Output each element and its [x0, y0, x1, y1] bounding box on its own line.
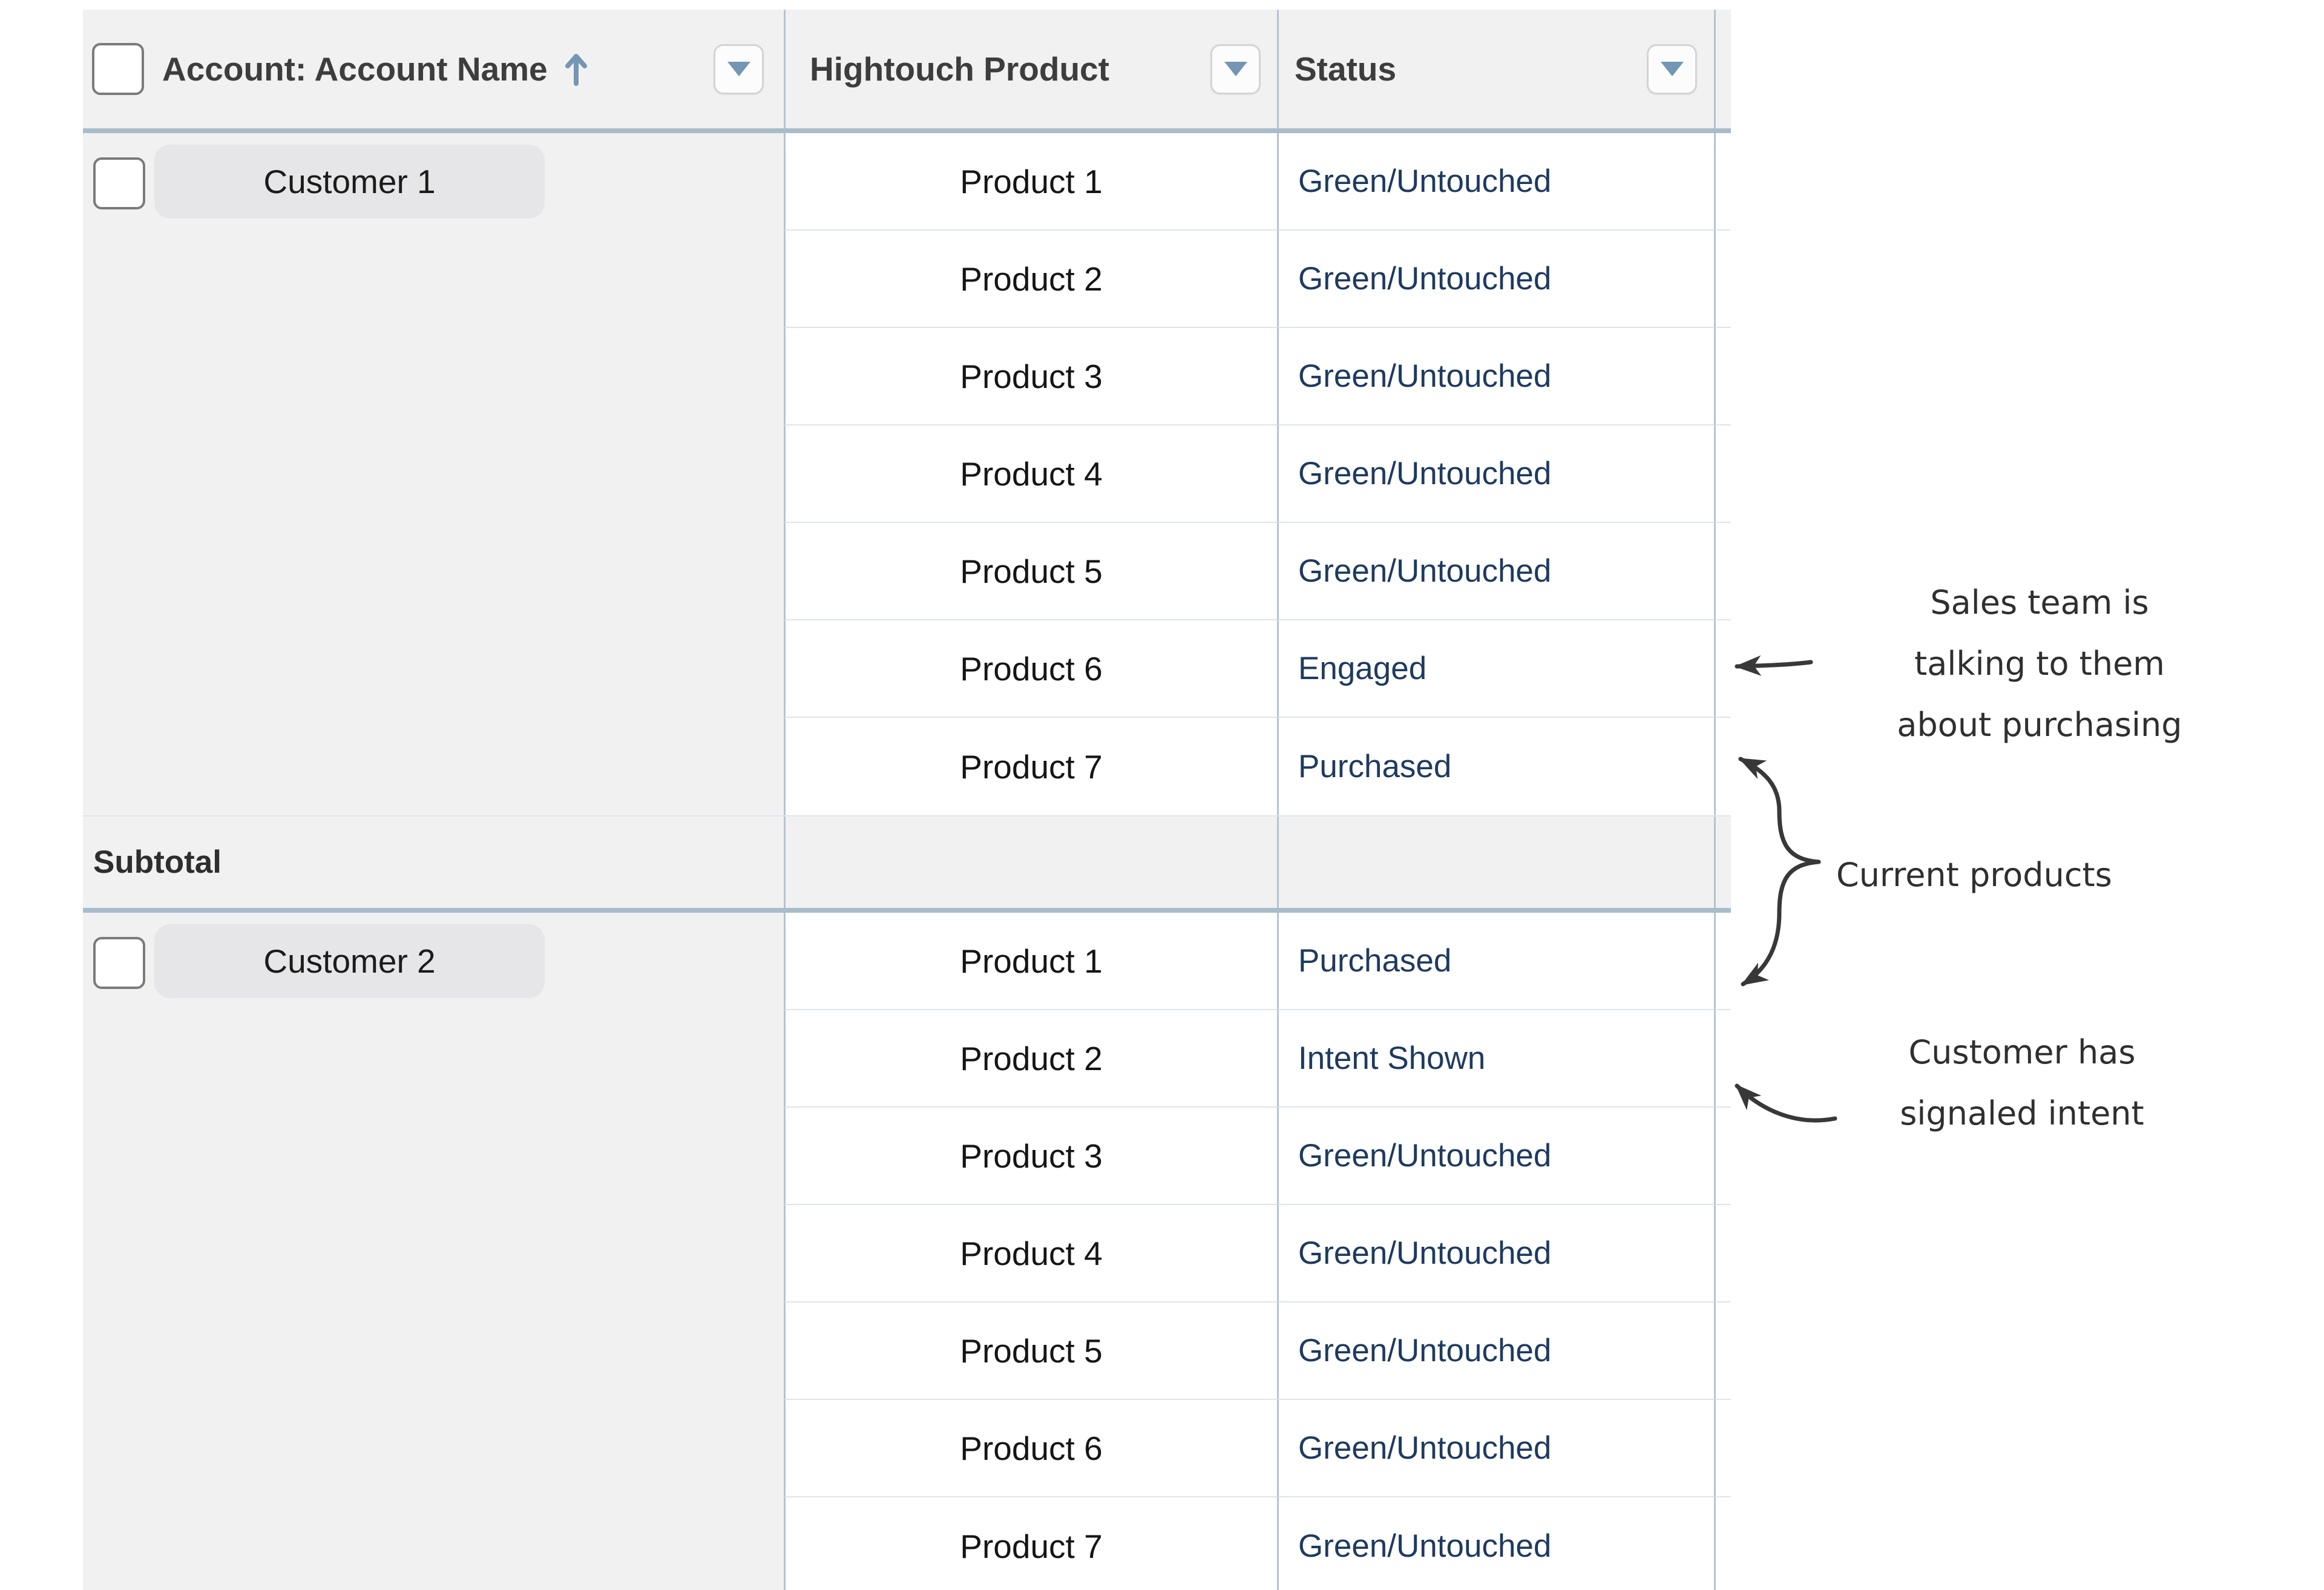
- row-edge-sliver: [1714, 133, 1731, 231]
- status-cell: Green/Untouched: [1277, 523, 1714, 620]
- subtotal-empty-product: [784, 816, 1277, 908]
- subtotal-edge-sliver: [1714, 816, 1731, 908]
- row-checkbox-customer2[interactable]: [93, 937, 145, 989]
- row-edge-sliver: [1714, 1205, 1731, 1303]
- status-cell: Green/Untouched: [1277, 425, 1714, 523]
- header-cell-account[interactable]: Account: Account Name: [83, 10, 784, 128]
- annotation-signaled-intent: Customer has signaled intent: [1810, 1022, 2234, 1144]
- arrow-intent: [1735, 1083, 1837, 1123]
- row-checkbox-customer1[interactable]: [93, 157, 145, 209]
- column-header-product-label[interactable]: Hightouch Product: [810, 50, 1109, 88]
- row-edge-sliver: [1714, 620, 1731, 718]
- customer-group-1: Customer 1 Product 1 Green/Untouched Pro…: [83, 133, 1731, 816]
- annotation-line: Customer has: [1908, 1033, 2136, 1071]
- arrow-engaged: [1735, 655, 1813, 676]
- product-cell: Product 2: [784, 1010, 1277, 1108]
- arrow-brace-upper: [1738, 757, 1821, 864]
- annotation-line: talking to them: [1914, 645, 2165, 683]
- subtotal-empty-status: [1277, 816, 1714, 908]
- row-edge-sliver: [1714, 523, 1731, 620]
- account-name-pill: Customer 2: [154, 924, 545, 998]
- account-name-pill: Customer 1: [154, 145, 545, 218]
- annotation-line: about purchasing: [1897, 706, 2182, 744]
- annotation-current-products: Current products: [1836, 844, 2112, 905]
- header-cell-status[interactable]: Status: [1277, 10, 1714, 128]
- annotation-line: Current products: [1836, 856, 2112, 894]
- product-cell: Product 1: [784, 133, 1277, 231]
- status-cell: Green/Untouched: [1277, 1303, 1714, 1400]
- product-cell: Product 3: [784, 328, 1277, 425]
- product-cell: Product 3: [784, 1108, 1277, 1205]
- status-cell: Green/Untouched: [1277, 1108, 1714, 1205]
- product-cell: Product 4: [784, 1205, 1277, 1303]
- status-cell: Green/Untouched: [1277, 231, 1714, 328]
- subtotal-label: Subtotal: [93, 844, 222, 880]
- column-header-account-label[interactable]: Account: Account Name: [162, 50, 548, 88]
- annotation-line: signaled intent: [1900, 1094, 2144, 1132]
- product-filter-dropdown-button[interactable]: [1210, 44, 1261, 94]
- row-edge-sliver: [1714, 718, 1731, 815]
- annotation-arrows: [1735, 655, 1837, 1123]
- row-edge-sliver: [1714, 1108, 1731, 1205]
- row-edge-sliver: [1714, 425, 1731, 523]
- table-header-row: Account: Account Name Hightouch Product: [83, 10, 1731, 133]
- report-table: Account: Account Name Hightouch Product: [83, 10, 1731, 1590]
- row-edge-sliver: [1714, 231, 1731, 328]
- status-cell: Green/Untouched: [1277, 1497, 1714, 1590]
- chevron-down-icon: [1660, 62, 1684, 76]
- subtotal-row: Subtotal: [83, 816, 1731, 913]
- product-cell: Product 6: [784, 1400, 1277, 1497]
- account-cell-customer1: Customer 1: [83, 133, 784, 815]
- status-filter-dropdown-button[interactable]: [1647, 44, 1697, 94]
- annotation-sales-team: Sales team is talking to them about purc…: [1834, 572, 2245, 755]
- product-cell: Product 1: [784, 913, 1277, 1010]
- sort-ascending-icon[interactable]: [563, 51, 589, 87]
- status-cell-intent-shown: Intent Shown: [1277, 1010, 1714, 1108]
- header-cell-product[interactable]: Hightouch Product: [784, 10, 1277, 128]
- status-cell-engaged: Engaged: [1277, 620, 1714, 718]
- chevron-down-icon: [1224, 62, 1247, 76]
- customer-group-2: Customer 2 Product 1 Purchased Product 2…: [83, 913, 1731, 1590]
- row-edge-sliver: [1714, 328, 1731, 425]
- row-edge-sliver: [1714, 1400, 1731, 1497]
- row-edge-sliver: [1714, 1497, 1731, 1590]
- status-cell: Green/Untouched: [1277, 133, 1714, 231]
- header-edge-sliver: [1714, 10, 1731, 128]
- row-edge-sliver: [1714, 913, 1731, 1010]
- status-cell: Green/Untouched: [1277, 1205, 1714, 1303]
- annotation-line: Sales team is: [1930, 583, 2149, 622]
- status-cell-purchased: Purchased: [1277, 913, 1714, 1010]
- row-edge-sliver: [1714, 1303, 1731, 1400]
- product-cell: Product 7: [784, 1497, 1277, 1590]
- product-cell: Product 6: [784, 620, 1277, 718]
- row-edge-sliver: [1714, 1010, 1731, 1108]
- status-cell: Green/Untouched: [1277, 1400, 1714, 1497]
- product-cell: Product 5: [784, 1303, 1277, 1400]
- column-header-status-label[interactable]: Status: [1295, 50, 1397, 88]
- arrow-brace-lower: [1741, 859, 1821, 987]
- product-cell: Product 2: [784, 231, 1277, 328]
- product-cell: Product 4: [784, 425, 1277, 523]
- status-cell-purchased: Purchased: [1277, 718, 1714, 815]
- select-all-checkbox[interactable]: [92, 43, 144, 95]
- account-filter-dropdown-button[interactable]: [714, 44, 764, 94]
- status-cell: Green/Untouched: [1277, 328, 1714, 425]
- product-cell: Product 7: [784, 718, 1277, 815]
- chevron-down-icon: [727, 62, 750, 76]
- product-cell: Product 5: [784, 523, 1277, 620]
- account-cell-customer2: Customer 2: [83, 913, 784, 1590]
